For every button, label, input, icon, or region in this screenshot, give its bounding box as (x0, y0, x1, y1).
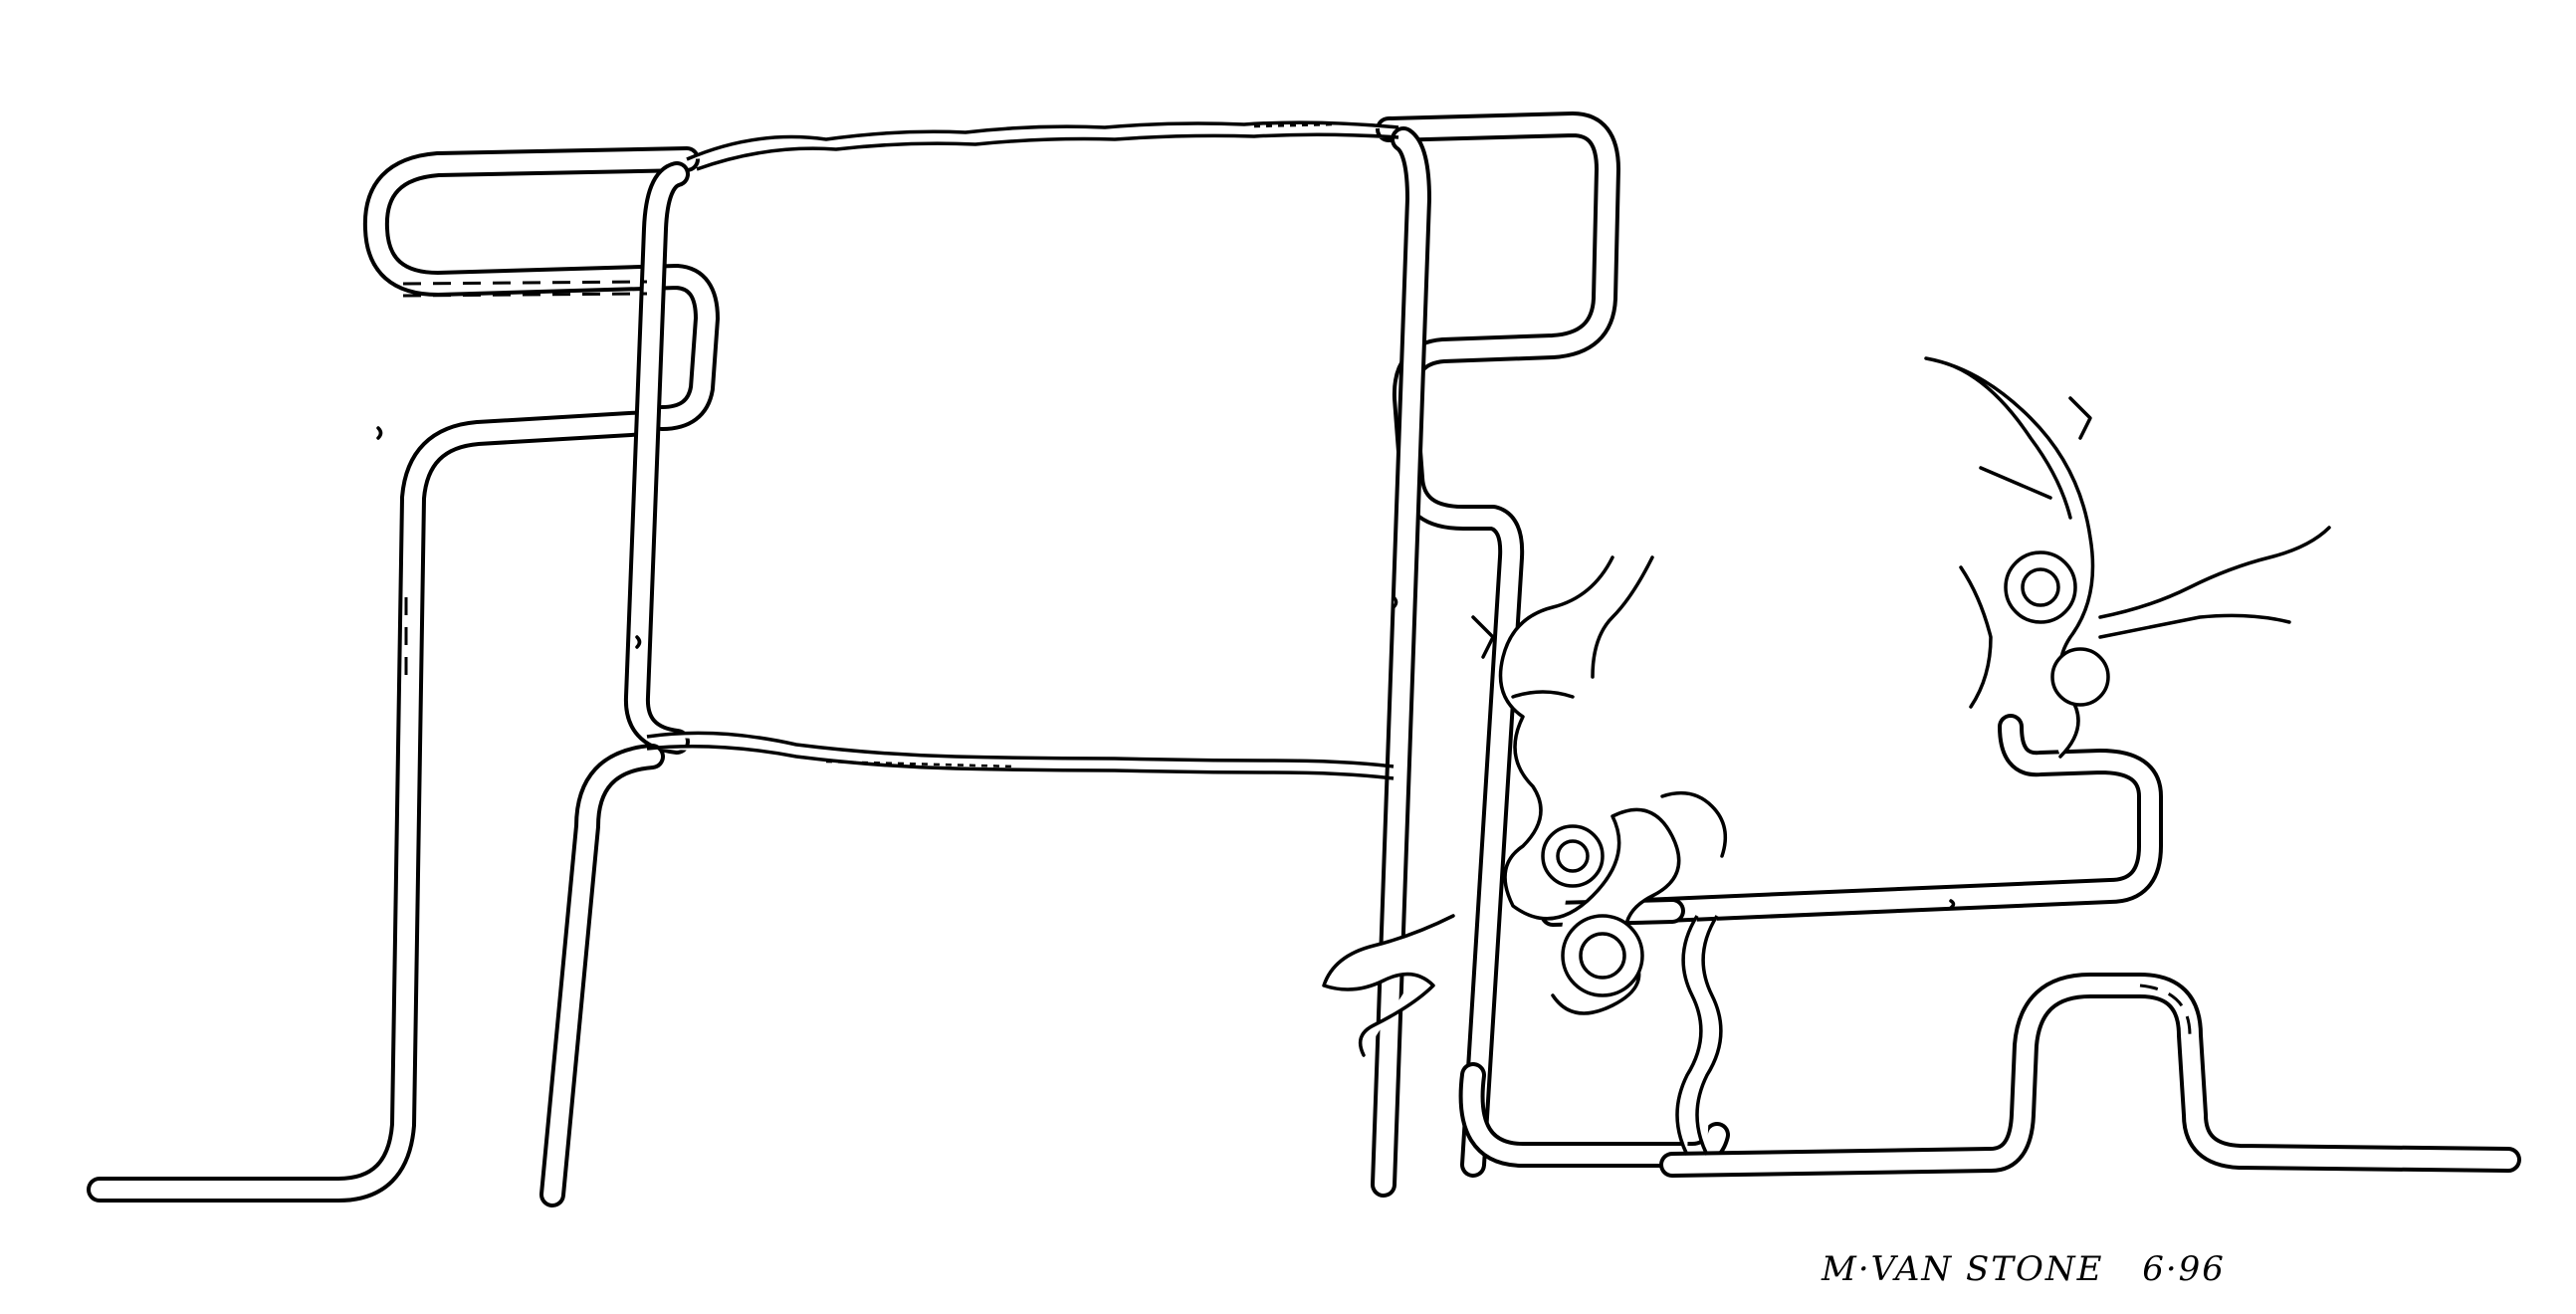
rail-details (376, 426, 1956, 910)
bottom-rope (646, 731, 1395, 780)
vertical-rope (1675, 915, 1723, 1156)
artist-name: M·VAN STONE (1822, 1249, 2104, 1289)
rail-group (87, 111, 2521, 1207)
artist-signature: M·VAN STONE 6·96 (1822, 1249, 2252, 1289)
signature-date: 6·96 (2142, 1249, 2226, 1289)
lower-flourish (1322, 555, 1728, 1057)
hidden-segments (402, 280, 2192, 1036)
upper-flourish (1924, 356, 2331, 759)
top-rope (686, 120, 1399, 171)
